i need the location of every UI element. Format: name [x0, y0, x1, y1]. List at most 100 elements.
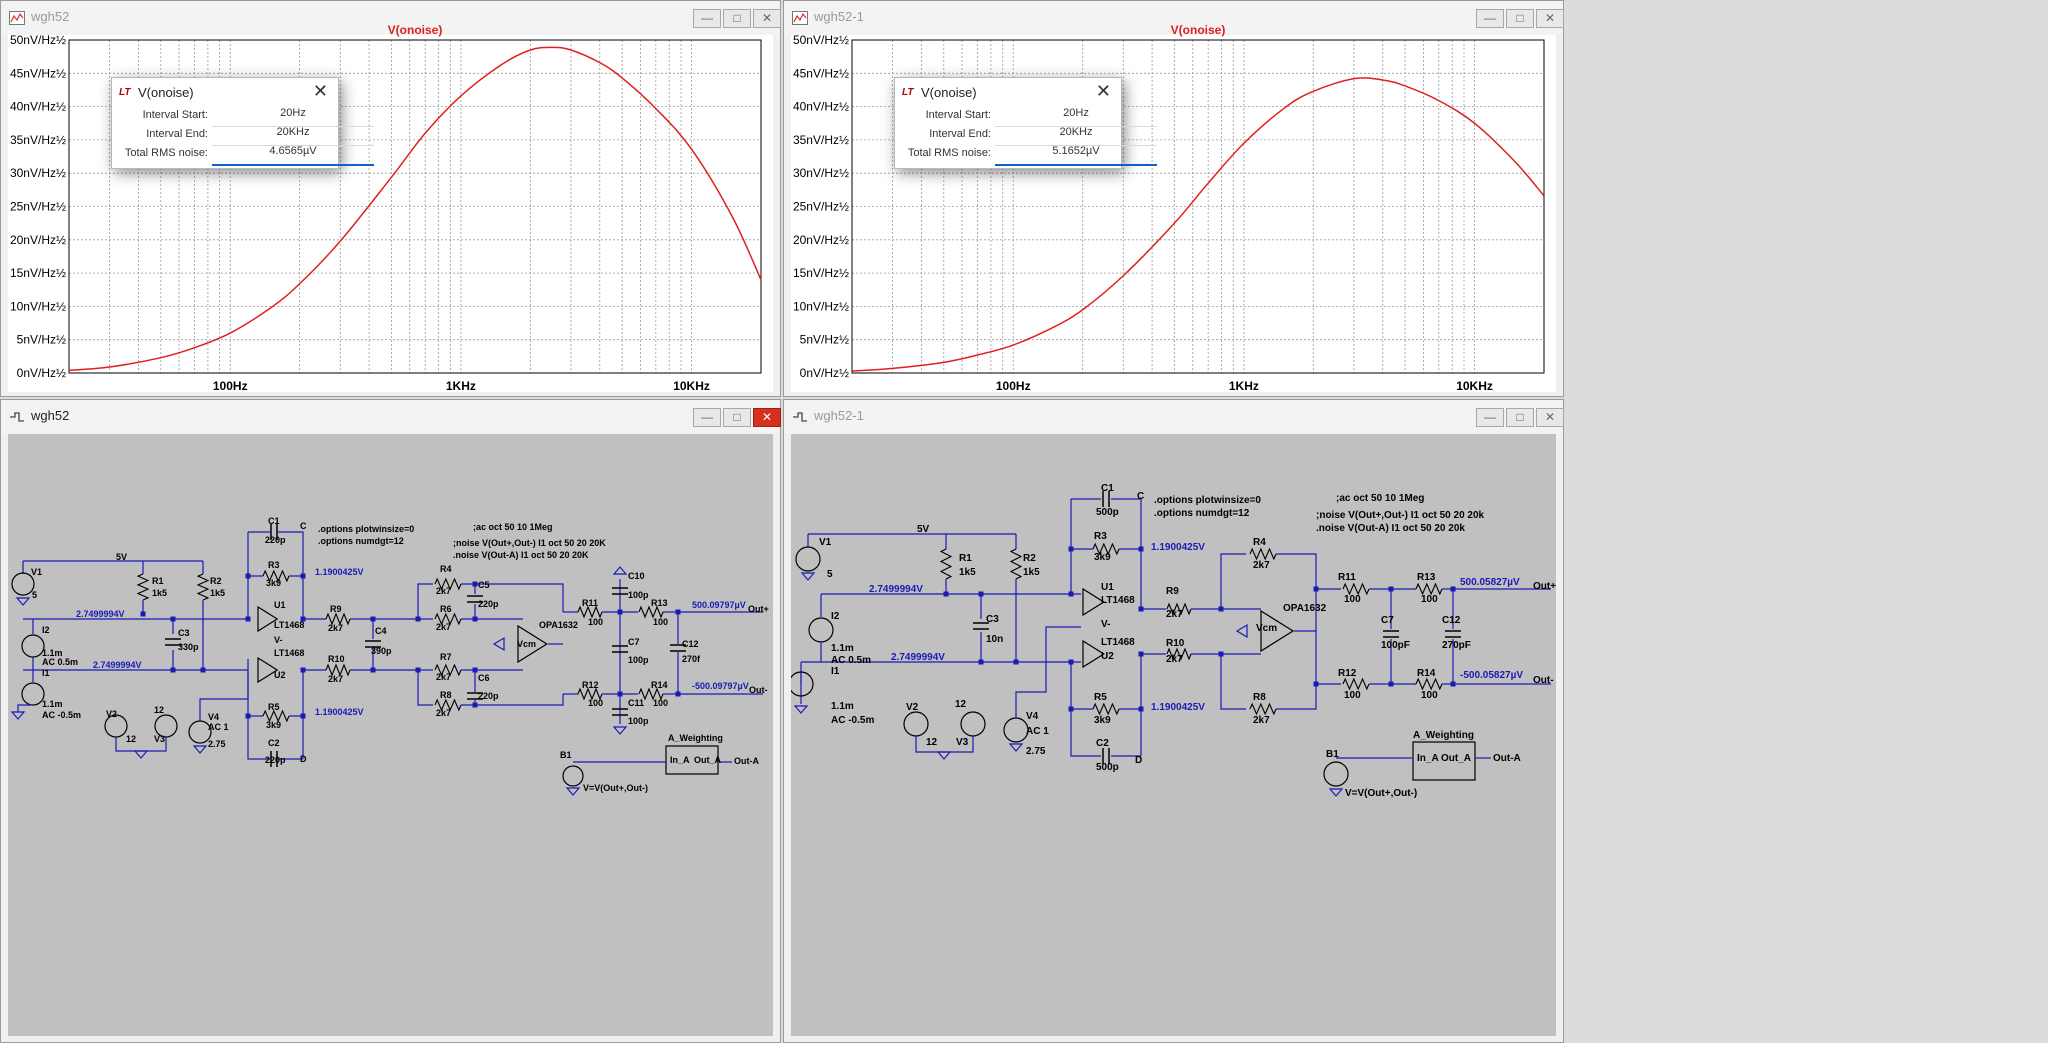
schematic-label: C2	[268, 738, 280, 748]
dialog-close-button[interactable]: ✕	[312, 81, 328, 101]
junction	[1068, 659, 1074, 665]
schematic-label: 2k7	[436, 672, 451, 682]
schematic-label: Out-	[749, 685, 768, 695]
y-tick-label: 35nV/Hz½	[793, 133, 849, 147]
schematic-label: A_Weighting	[1413, 730, 1474, 741]
plot-frame	[68, 39, 762, 374]
schematic-label: 220p	[478, 691, 499, 701]
schematic-label: 500.05827µV	[1460, 577, 1520, 588]
noise-chart[interactable]: 0nV/Hz½5nV/Hz½10nV/Hz½15nV/Hz½20nV/Hz½25…	[8, 23, 775, 394]
schematic-label: C	[1137, 491, 1144, 502]
schematic-label: 5	[827, 569, 833, 580]
plot-window-titlebar[interactable]: wgh52 — □ ✕	[1, 1, 781, 35]
maximize-button[interactable]: □	[1506, 9, 1534, 28]
resistor-symbol	[1249, 547, 1277, 561]
chart-title: V(onoise)	[388, 23, 443, 37]
schematic-label: V-	[1101, 619, 1110, 630]
schematic-label: C10	[628, 571, 645, 581]
y-tick-label: 40nV/Hz½	[10, 100, 66, 114]
rms-noise-dialog[interactable]: LT V(onoise) ✕ Interval Start: 20Hz Inte…	[111, 77, 374, 169]
minimize-button[interactable]: —	[693, 9, 721, 28]
schematic-label: 2.75	[1026, 746, 1046, 757]
schematic-label: R4	[1253, 537, 1266, 548]
ground-symbol	[612, 566, 628, 575]
schematic-label: Out_A	[1441, 753, 1471, 764]
resistor-symbol	[1415, 582, 1443, 596]
schematic-label: AC -0.5m	[42, 710, 81, 720]
schematic-label: R11	[1338, 572, 1356, 583]
y-tick-label: 25nV/Hz½	[793, 200, 849, 214]
minimize-button[interactable]: —	[1476, 408, 1504, 427]
close-button[interactable]: ✕	[753, 408, 781, 427]
y-tick-label: 15nV/Hz½	[10, 266, 66, 280]
rms-noise-field[interactable]: 4.6565µV	[212, 145, 374, 166]
interval-end-field[interactable]: 20KHz	[212, 126, 374, 146]
ground-symbol	[565, 787, 581, 796]
noise-chart[interactable]: 0nV/Hz½5nV/Hz½10nV/Hz½15nV/Hz½20nV/Hz½25…	[791, 23, 1558, 394]
wire	[1276, 553, 1317, 589]
interval-start-field[interactable]: 20Hz	[212, 107, 374, 127]
schematic-label: 100	[1344, 594, 1361, 605]
maximize-button[interactable]: □	[723, 9, 751, 28]
schematic-label: 2.7499994V	[93, 660, 142, 670]
dialog-close-button[interactable]: ✕	[1095, 81, 1111, 101]
x-tick-label: 10KHz	[1456, 379, 1493, 393]
y-tick-label: 20nV/Hz½	[793, 233, 849, 247]
schematic-label: R14	[651, 680, 668, 690]
window-title: wgh52-1	[814, 408, 864, 423]
schematic-label: 220p	[265, 755, 286, 765]
schematic-label: V2	[106, 709, 117, 719]
close-button[interactable]: ✕	[1536, 408, 1564, 427]
schematic-label: OPA1632	[1283, 603, 1327, 614]
minimize-button[interactable]: —	[1476, 9, 1504, 28]
schematic-label: R12	[1338, 668, 1357, 679]
wire	[247, 716, 270, 760]
source-symbol	[1323, 761, 1349, 787]
ground-symbol	[1008, 743, 1024, 752]
junction	[370, 667, 376, 673]
x-tick-label: 1KHz	[446, 379, 476, 393]
schematic-label: 500p	[1096, 507, 1119, 518]
schematic-icon	[793, 412, 807, 422]
plot-window-titlebar[interactable]: wgh52-1 — □ ✕	[784, 1, 1564, 35]
window-title: wgh52	[31, 408, 70, 423]
source-symbol	[11, 572, 35, 596]
schematic-label: R2	[210, 576, 222, 586]
schematic-label: R3	[1094, 531, 1107, 542]
window-title: wgh52	[31, 9, 70, 24]
interval-start-field[interactable]: 20Hz	[995, 107, 1157, 127]
opamp-symbol	[1082, 587, 1105, 617]
schematic-drawing[interactable]: 5VV15R11k5R21k52.7499994V2.7499994VI21.1…	[8, 434, 775, 1038]
schematic-label: 500.09797µV	[692, 600, 746, 610]
minimize-button[interactable]: —	[693, 408, 721, 427]
opamp-symbol	[257, 605, 279, 633]
interval-end-field[interactable]: 20KHz	[995, 126, 1157, 146]
schematic-window-titlebar[interactable]: wgh52 — □ ✕	[1, 400, 781, 434]
close-button[interactable]: ✕	[1536, 9, 1564, 28]
y-tick-label: 5nV/Hz½	[800, 333, 849, 347]
schematic-label: 2k7	[328, 623, 343, 633]
rms-noise-dialog[interactable]: LT V(onoise) ✕ Interval Start: 20Hz Inte…	[894, 77, 1157, 169]
schematic-label: 100pF	[1381, 640, 1410, 651]
resistor-symbol	[434, 698, 462, 712]
schematic-label: ;ac oct 50 10 1Meg	[473, 522, 553, 532]
schematic-label: 2.75	[208, 739, 226, 749]
schematic-label: V=V(Out+,Out-)	[1345, 788, 1417, 799]
maximize-button[interactable]: □	[723, 408, 751, 427]
schematic-label: 2k7	[436, 708, 451, 718]
schematic-drawing[interactable]: 5VV15R11k5R21k52.7499994V2.7499994VI21.1…	[791, 434, 1558, 1038]
rms-noise-field[interactable]: 5.1652µV	[995, 145, 1157, 166]
resistor-symbol	[1166, 647, 1192, 661]
maximize-button[interactable]: □	[1506, 408, 1534, 427]
close-button[interactable]: ✕	[753, 9, 781, 28]
schematic-label: Out-A	[734, 756, 759, 766]
waveform-icon	[9, 11, 25, 25]
schematic-window-titlebar[interactable]: wgh52-1 — □ ✕	[784, 400, 1564, 434]
ground-symbol	[15, 597, 31, 606]
schematic-label: 100	[1421, 690, 1438, 701]
schematic-label: 1.1m	[831, 701, 854, 712]
schematic-label: Out+	[1533, 581, 1556, 592]
interval-start-label: Interval Start:	[142, 109, 208, 121]
